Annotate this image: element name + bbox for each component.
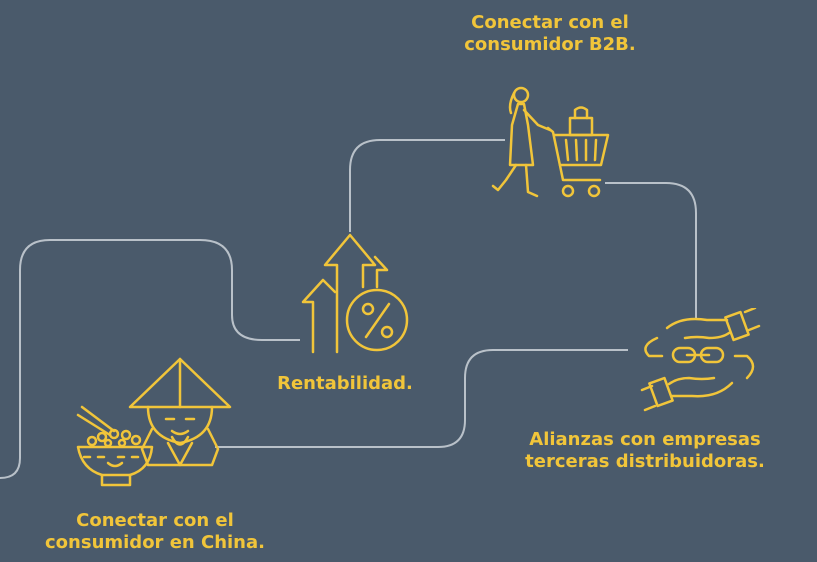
handshake-chain-icon bbox=[640, 308, 761, 412]
step-rentabilidad-label: Rentabilidad. bbox=[277, 373, 413, 394]
growth-arrows-percent-icon bbox=[301, 233, 409, 354]
step-alianzas-line2: terceras distribuidoras. bbox=[525, 451, 765, 472]
step-b2b-label: Conectar con el consumidor B2B. bbox=[440, 12, 660, 56]
chinese-man-rice-bowl-icon bbox=[76, 357, 232, 487]
step-alianzas-line1: Alianzas con empresas bbox=[529, 429, 761, 450]
step-china-line1: Conectar con el bbox=[76, 510, 234, 531]
step-china-label: Conectar con el consumidor en China. bbox=[5, 510, 305, 554]
step-b2b-line2: consumidor B2B. bbox=[464, 34, 636, 55]
step-alianzas-label: Alianzas con empresas terceras distribui… bbox=[495, 429, 795, 473]
step-china-line2: consumidor en China. bbox=[45, 532, 265, 553]
shopper-with-cart-icon bbox=[491, 86, 610, 198]
step-b2b-line1: Conectar con el bbox=[471, 12, 629, 33]
